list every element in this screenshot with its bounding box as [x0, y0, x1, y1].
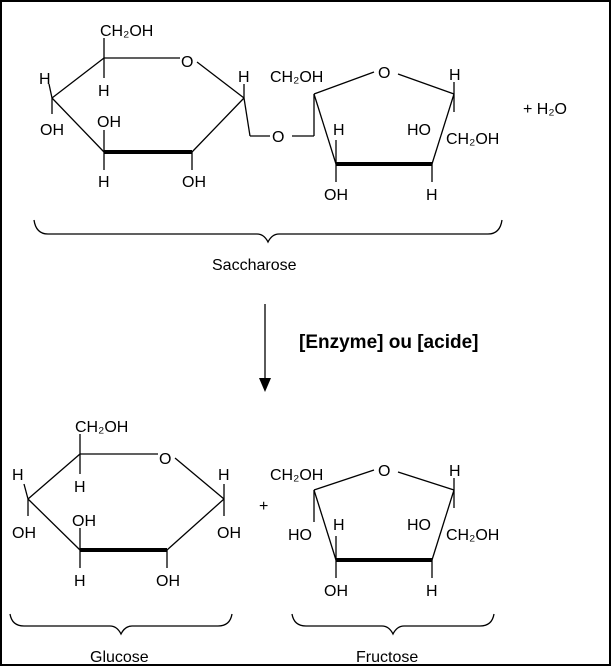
sacc-glc-h-c4: H [39, 71, 51, 88]
sacc-fru-ch2oh-top: CH₂OH [270, 69, 323, 86]
glucose-ring [23, 434, 225, 568]
glucose-brace [9, 613, 233, 636]
sacc-fru-h-c2: H [426, 187, 438, 204]
fru-h-c3: H [333, 517, 345, 534]
saccharose-glucose-ring [48, 38, 314, 170]
fru-ch2oh-right: CH₂OH [446, 527, 499, 544]
saccharose-label: Saccharose [212, 257, 297, 274]
sacc-fru-ho-c2: HO [407, 122, 431, 139]
glc-h-c4: H [12, 467, 24, 484]
plus-water: + H₂O [523, 101, 567, 118]
reaction-conditions: [Enzyme] ou [acide] [299, 332, 478, 353]
fru-ho-c4: HO [407, 517, 431, 534]
glc-oh-c3: OH [72, 513, 96, 530]
fru-h-c2: H [426, 583, 438, 600]
fru-ch2oh-top: CH₂OH [270, 467, 323, 484]
reaction-arrow [259, 304, 271, 392]
glc-h-c1: H [218, 467, 230, 484]
sacc-glc-h-c3: H [98, 174, 110, 191]
saccharose-molecule: CH₂OH O H H OH OH H OH H O CH₂OH O H H H… [33, 23, 567, 274]
sacc-glc-h-c5: H [98, 83, 110, 100]
glucose-label: Glucose [90, 649, 149, 664]
sacc-glc-ch2oh: CH₂OH [100, 23, 153, 40]
sacc-fru-ch2oh-right: CH₂OH [446, 131, 499, 148]
glc-oh-c1: OH [217, 525, 241, 542]
fru-ring-o: O [378, 463, 390, 480]
fructose-ring [313, 469, 455, 578]
sacc-glc-oh-c4: OH [40, 122, 64, 139]
glc-ring-o: O [159, 451, 171, 468]
glc-h-c3: H [74, 573, 86, 590]
fru-ho-c2: HO [288, 527, 312, 544]
sacc-glc-oh-c2: OH [182, 174, 206, 191]
fru-oh-c4: OH [324, 583, 348, 600]
sacc-glc-oh-c3: OH [97, 114, 121, 131]
saccharose-fructose-ring [313, 71, 455, 182]
fru-h-c5: H [449, 463, 461, 480]
glc-oh-c4: OH [12, 525, 36, 542]
glc-oh-c2: OH [156, 573, 180, 590]
fructose-label: Fructose [356, 649, 418, 664]
sacc-link-o: O [272, 129, 284, 146]
sacc-glc-ring-o: O [181, 54, 193, 71]
glc-ch2oh: CH₂OH [75, 419, 128, 436]
sacc-fru-h-c3: H [333, 122, 345, 139]
glc-h-c5: H [74, 479, 86, 496]
fructose-brace [291, 613, 495, 636]
plus-sign: + [259, 498, 268, 515]
fructose-molecule: CH₂OH O H HO H HO CH₂OH OH H Fructose [270, 463, 499, 664]
saccharose-brace [33, 219, 503, 244]
glucose-molecule: CH₂OH O H H OH OH H OH H OH Glucose [9, 419, 241, 664]
sacc-glc-h-c1: H [238, 69, 250, 86]
sacc-fru-ring-o: O [378, 65, 390, 82]
sacc-fru-oh-c4: OH [324, 187, 348, 204]
sacc-fru-h-c5: H [449, 67, 461, 84]
